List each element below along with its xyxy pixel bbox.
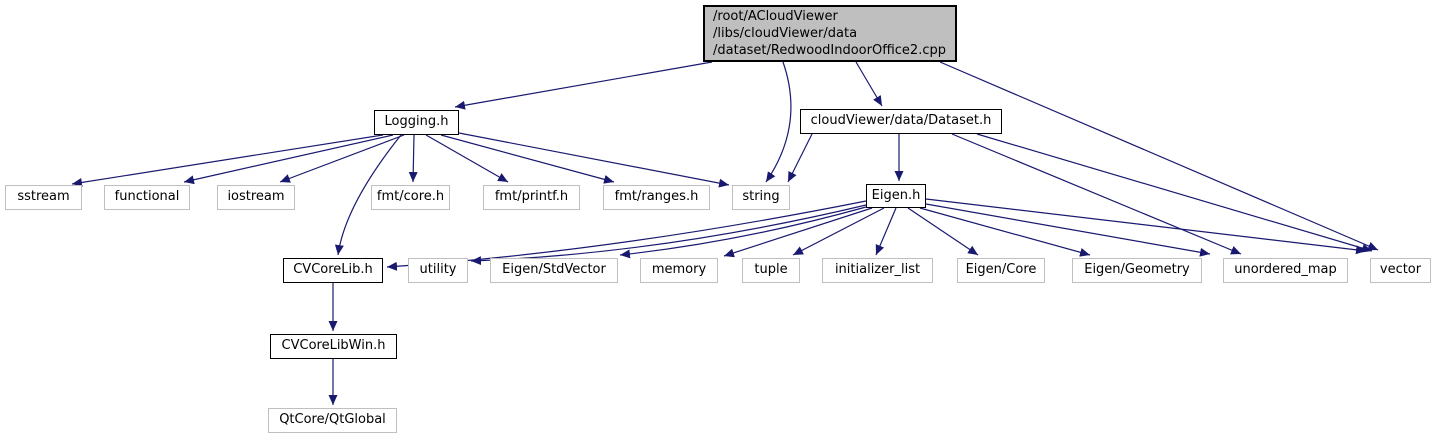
graph-node-eigengeom: Eigen/Geometry — [1072, 258, 1202, 283]
edge-logging-functional — [183, 134, 394, 185]
edge-cpp-logging — [454, 61, 713, 110]
edge-eigen-vector — [925, 198, 1367, 255]
graph-node-cvcorelibwin[interactable]: CVCoreLibWin.h — [270, 334, 397, 359]
graph-node-qtglobal: QtCore/QtGlobal — [268, 408, 397, 433]
graph-node-initlist: initializer_list — [822, 258, 933, 283]
edge-cpp-dataset — [855, 61, 883, 107]
graph-node-label-line: /libs/cloudViewer/data — [713, 26, 858, 41]
edge-logging-fmtcore — [408, 134, 418, 183]
edge-cpp-vector — [939, 61, 1379, 251]
graph-node-utility: utility — [408, 258, 468, 283]
graph-node-fmtcore: fmt/core.h — [371, 185, 450, 210]
edge-eigen-utility — [470, 204, 867, 266]
edge-dataset-string — [787, 133, 813, 183]
graph-node-label-line: /root/ACloudViewer — [713, 9, 838, 24]
edge-logging-sstream — [71, 134, 384, 187]
edge-logging-iostream — [279, 134, 405, 183]
edge-eigen-memory — [723, 207, 873, 258]
graph-node-functional: functional — [104, 185, 190, 210]
edge-eigen-stdvector — [619, 206, 867, 259]
graph-node-cvcorelib[interactable]: CVCoreLib.h — [283, 258, 383, 283]
graph-node-unorderedmap: unordered_map — [1223, 258, 1348, 283]
edges-group — [71, 61, 1379, 405]
graph-node-stdvector: Eigen/StdVector — [490, 258, 618, 283]
edge-eigen-eigengeom — [919, 207, 1091, 257]
edge-eigen-eigencore — [907, 207, 979, 256]
edge-logging-string — [458, 132, 730, 188]
graph-node-logging[interactable]: Logging.h — [374, 110, 459, 135]
graph-node-eigen[interactable]: Eigen.h — [866, 184, 926, 208]
edge-dataset-vector — [976, 133, 1373, 253]
graph-node-iostream: iostream — [217, 185, 295, 210]
edge-dataset-unorderedmap — [951, 133, 1242, 255]
graph-node-fmtranges: fmt/ranges.h — [603, 185, 710, 210]
graph-node-label-line: /dataset/RedwoodIndoorOffice2.cpp — [713, 43, 946, 58]
graph-node-cpp: /root/ACloudViewer/libs/cloudViewer/data… — [703, 5, 957, 62]
graph-node-dataset[interactable]: cloudViewer/data/Dataset.h — [800, 109, 1002, 134]
edge-logging-fmtprintf — [425, 134, 509, 183]
edge-eigen-unorderedmap — [925, 203, 1211, 257]
graph-node-fmtprintf: fmt/printf.h — [483, 185, 580, 210]
edge-cpp-string — [765, 61, 792, 183]
graph-node-vector: vector — [1370, 258, 1431, 283]
graph-node-string: string — [732, 185, 790, 210]
edge-eigen-tuple — [792, 207, 885, 256]
graph-node-tuple: tuple — [742, 258, 800, 283]
graph-node-sstream: sstream — [5, 185, 82, 210]
edge-logging-fmtranges — [440, 134, 615, 184]
edge-eigen-initlist — [875, 207, 897, 256]
graph-node-eigencore: Eigen/Core — [957, 258, 1045, 283]
graph-node-memory: memory — [640, 258, 718, 283]
